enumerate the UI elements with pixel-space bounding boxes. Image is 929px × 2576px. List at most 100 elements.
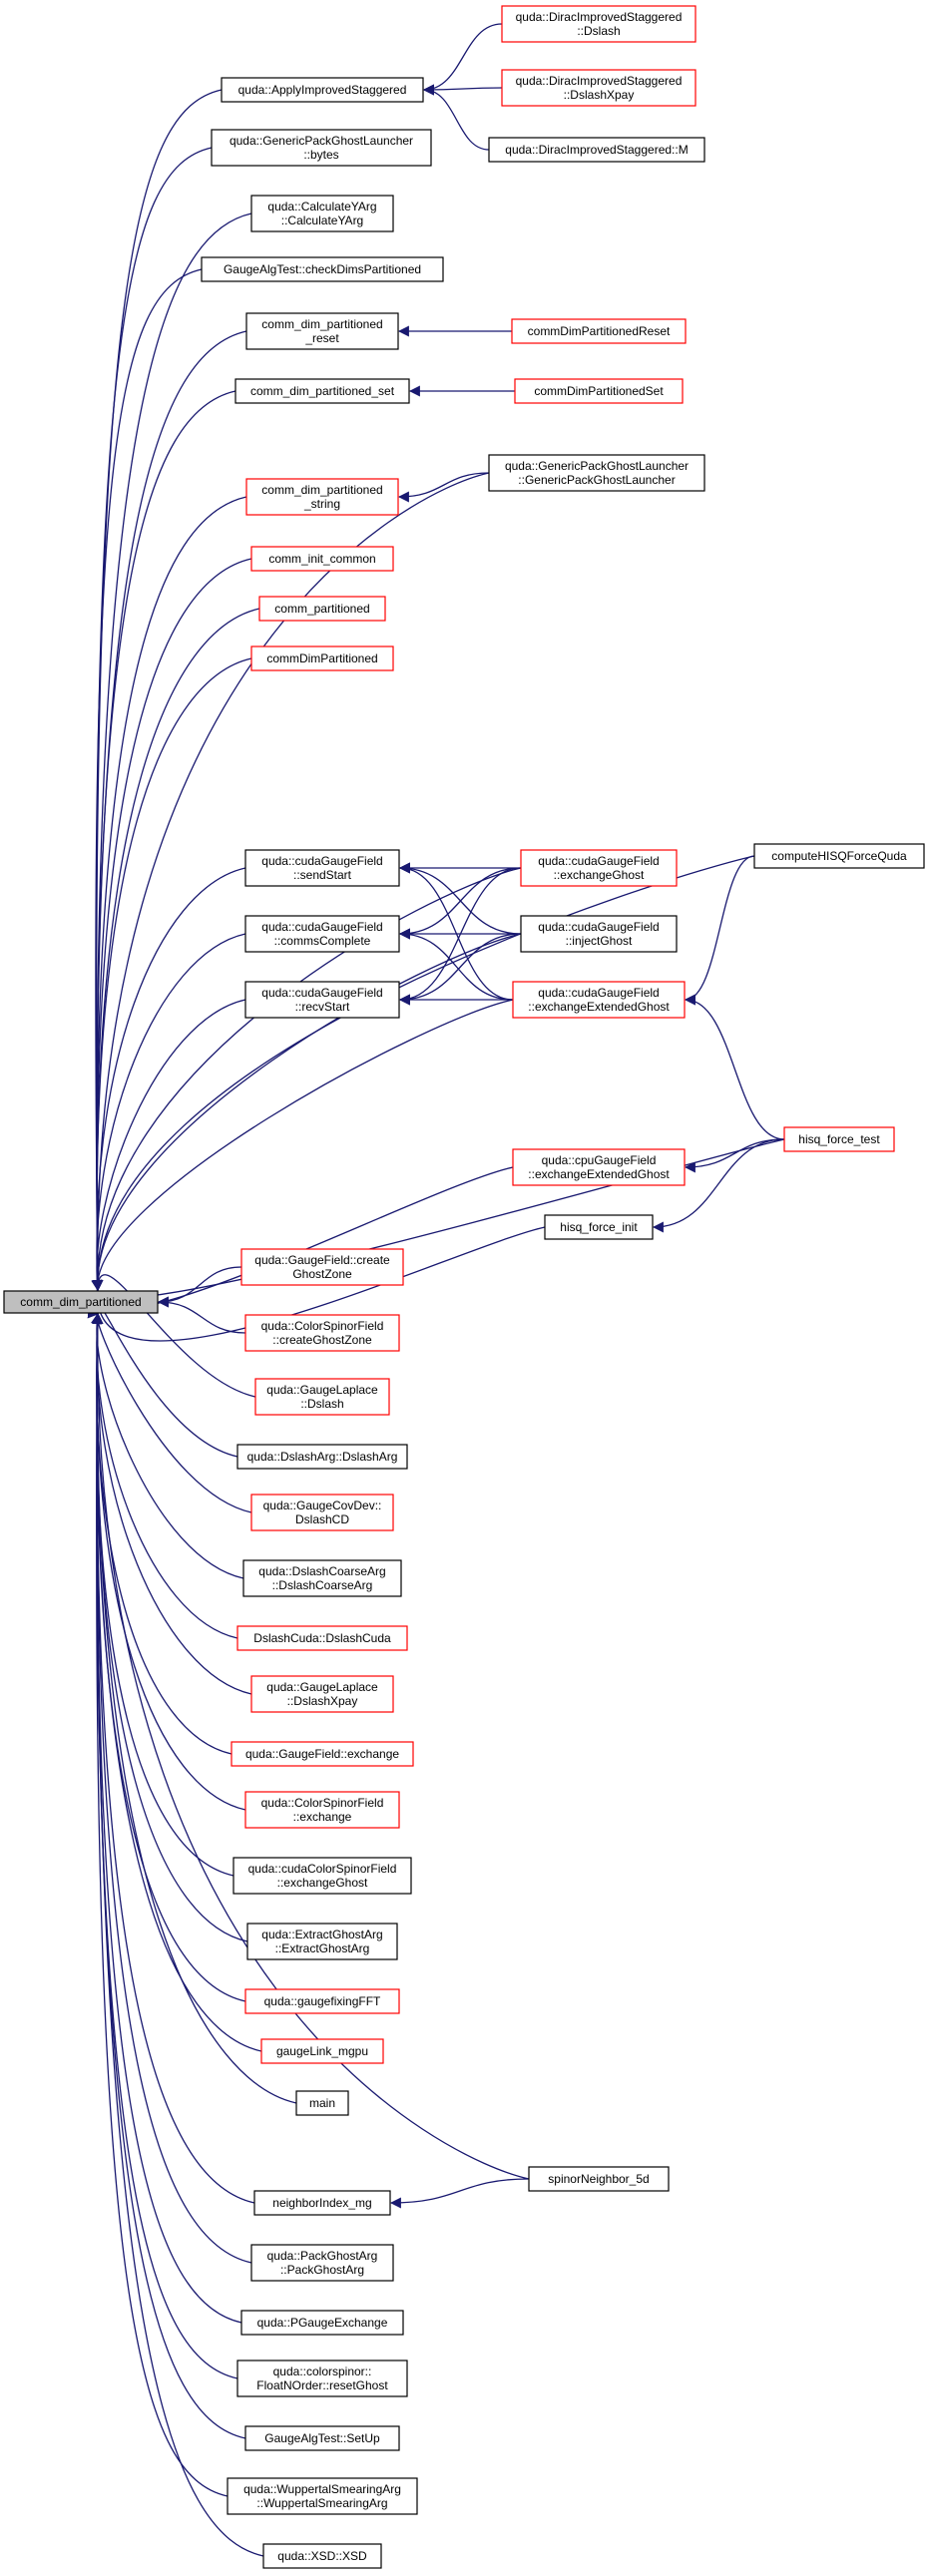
graph-node[interactable]: spinorNeighbor_5d xyxy=(528,2166,670,2192)
graph-node[interactable]: quda::ColorSpinorField::createGhostZone xyxy=(244,1314,400,1352)
edge-gfExchange-to-root xyxy=(92,1312,232,1755)
edge-cgfExchangeGhost-to-cgfCommsComplete xyxy=(398,867,522,940)
node-box xyxy=(253,2190,391,2216)
edge-hisqForceTest-to-hisqForceInit xyxy=(652,1138,785,1233)
node-box xyxy=(244,2425,400,2451)
node-label: ::exchangeGhost xyxy=(277,1876,368,1890)
graph-node[interactable]: quda::CalculateYArg::CalculateYArg xyxy=(250,195,394,232)
edge-cgfExchExtGhost-to-root xyxy=(91,999,514,1292)
graph-node[interactable]: quda::cudaColorSpinorField::exchangeGhos… xyxy=(232,1857,412,1895)
node-label: quda::XSD::XSD xyxy=(277,2549,367,2563)
graph-node[interactable]: quda::cudaGaugeField::exchangeGhost xyxy=(520,849,678,887)
nodes: comm_dim_partitioned quda::ApplyImprovedS… xyxy=(3,5,925,2569)
edge-main-to-root xyxy=(92,1312,297,2104)
graph-node[interactable]: quda::cudaGaugeField::recvStart xyxy=(244,981,400,1019)
node-label: quda::cudaGaugeField xyxy=(261,854,382,868)
graph-node[interactable]: quda::PGaugeExchange xyxy=(240,2310,404,2336)
graph-node[interactable]: quda::GenericPackGhostLauncher::bytes xyxy=(211,129,432,167)
node-box xyxy=(783,1126,895,1152)
edge-spinorNeighbor5d-to-neighborIndexMg xyxy=(389,2178,530,2209)
graph-node[interactable]: GaugeAlgTest::checkDimsPartitioned xyxy=(201,256,444,282)
graph-node[interactable]: quda::cudaGaugeField::injectGhost xyxy=(520,915,678,953)
node-label: quda::cudaColorSpinorField xyxy=(248,1862,397,1876)
node-label: ::exchangeGhost xyxy=(554,868,645,882)
edge-cgfCommsComplete-to-root xyxy=(91,933,246,1292)
graph-node[interactable]: neighborIndex_mg xyxy=(253,2190,391,2216)
graph-node[interactable]: commDimPartitionedReset xyxy=(511,318,687,344)
graph-node[interactable]: comm_partitioned xyxy=(258,596,386,622)
node-box xyxy=(201,256,444,282)
node-box xyxy=(244,915,400,953)
graph-node[interactable]: quda::DslashArg::DslashArg xyxy=(236,1444,408,1470)
edge-extractGhostArg-to-root xyxy=(92,1312,248,1942)
node-label: ::bytes xyxy=(303,148,338,162)
node-box xyxy=(3,1290,159,1314)
node-box xyxy=(488,454,705,492)
graph-node[interactable]: quda::cudaGaugeField::sendStart xyxy=(244,849,400,887)
graph-node[interactable]: GaugeAlgTest::SetUp xyxy=(244,2425,400,2451)
graph-node[interactable]: quda::cudaGaugeField::exchangeExtendedGh… xyxy=(512,981,686,1019)
node-label: comm_dim_partitioned xyxy=(261,317,382,331)
graph-node[interactable]: quda::WuppertalSmearingArg::WuppertalSme… xyxy=(227,2477,418,2515)
graph-node[interactable]: quda::GaugeCovDev::DslashCD xyxy=(250,1494,394,1531)
node-label: neighborIndex_mg xyxy=(272,2196,371,2210)
node-label: quda::cpuGaugeField xyxy=(542,1153,657,1167)
node-label: ::injectGhost xyxy=(566,934,633,948)
graph-node[interactable]: hisq_force_init xyxy=(544,1214,654,1240)
node-label: ::exchangeExtendedGhost xyxy=(528,1167,670,1181)
graph-node[interactable]: comm_dim_partitioned_reset xyxy=(245,312,399,350)
node-label: _reset xyxy=(304,331,339,345)
graph-node[interactable]: hisq_force_test xyxy=(783,1126,895,1152)
graph-node[interactable]: computeHISQForceQuda xyxy=(753,843,925,869)
node-label: quda::GaugeField::exchange xyxy=(245,1747,399,1761)
edge-csfCreateGhostZone-to-root xyxy=(157,1296,246,1334)
graph-node[interactable]: quda::cpuGaugeField::exchangeExtendedGho… xyxy=(512,1148,686,1186)
edge-cgfInjectGhost-to-root xyxy=(91,933,522,1292)
edge-gpglBytes-to-root xyxy=(92,147,213,1292)
graph-node[interactable]: quda::colorspinor::FloatNOrder::resetGho… xyxy=(236,2360,408,2397)
graph-node[interactable]: commDimPartitioned xyxy=(250,645,394,671)
edge-dslashCuda-to-root xyxy=(91,1312,238,1639)
graph-node[interactable]: quda::ApplyImprovedStaggered xyxy=(221,77,424,103)
graph-node[interactable]: comm_init_common xyxy=(250,546,394,572)
graph-node[interactable]: commDimPartitionedSet xyxy=(514,378,684,404)
node-label: quda::cudaGaugeField xyxy=(538,986,659,1000)
node-label: quda::DslashCoarseArg xyxy=(258,1564,385,1578)
node-label: quda::DiracImprovedStaggered xyxy=(516,10,683,24)
graph-node[interactable]: quda::GaugeField::createGhostZone xyxy=(240,1248,404,1286)
graph-node[interactable]: quda::GaugeLaplace::DslashXpay xyxy=(250,1675,394,1713)
node-box xyxy=(244,1314,400,1352)
graph-node[interactable]: quda::XSD::XSD xyxy=(262,2543,382,2569)
graph-node[interactable]: quda::GaugeLaplace::Dslash xyxy=(254,1378,390,1416)
graph-node[interactable]: comm_dim_partitioned_string xyxy=(245,478,399,516)
edge-diracDslash-to-applyImpStag xyxy=(422,23,503,96)
graph-node[interactable]: quda::DiracImprovedStaggered::DslashXpay xyxy=(501,69,697,107)
edge-resetGhost-to-root xyxy=(92,1312,238,2379)
graph-node[interactable]: quda::PackGhostArg::PackGhostArg xyxy=(250,2244,394,2282)
edge-gcdDslashCD-to-root xyxy=(87,1307,252,1513)
node-label: DslashCuda::DslashCuda xyxy=(253,1631,391,1645)
node-label: comm_dim_partitioned xyxy=(261,483,382,497)
graph-node[interactable]: quda::gaugefixingFFT xyxy=(244,1988,400,2014)
graph-node[interactable]: quda::DiracImprovedStaggered::Dslash xyxy=(501,5,697,43)
graph-node[interactable]: comm_dim_partitioned_set xyxy=(234,378,410,404)
node-box xyxy=(753,843,925,869)
node-label: commDimPartitioned xyxy=(266,651,377,665)
node-box xyxy=(244,1791,400,1829)
graph-node[interactable]: gaugeLink_mgpu xyxy=(260,2038,384,2064)
graph-node[interactable]: quda::GenericPackGhostLauncher::GenericP… xyxy=(488,454,705,492)
graph-node[interactable]: main xyxy=(295,2090,349,2116)
edge-cgfInjectGhost-to-cgfRecvStart xyxy=(398,933,522,1006)
node-box xyxy=(236,1625,408,1651)
node-label: comm_partitioned xyxy=(274,602,369,616)
node-box xyxy=(244,1988,400,2014)
node-label: ::createGhostZone xyxy=(272,1333,372,1347)
graph-node[interactable]: quda::GaugeField::exchange xyxy=(231,1741,414,1767)
graph-node[interactable]: quda::ExtractGhostArg::ExtractGhostArg xyxy=(246,1923,398,1960)
graph-node[interactable]: quda::DslashCoarseArg::DslashCoarseArg xyxy=(242,1559,402,1597)
graph-node[interactable]: DslashCuda::DslashCuda xyxy=(236,1625,408,1651)
node-box xyxy=(240,2310,404,2336)
graph-node[interactable]: quda::cudaGaugeField::commsComplete xyxy=(244,915,400,953)
graph-node[interactable]: quda::ColorSpinorField::exchange xyxy=(244,1791,400,1829)
graph-node[interactable]: quda::DiracImprovedStaggered::M xyxy=(488,137,705,163)
